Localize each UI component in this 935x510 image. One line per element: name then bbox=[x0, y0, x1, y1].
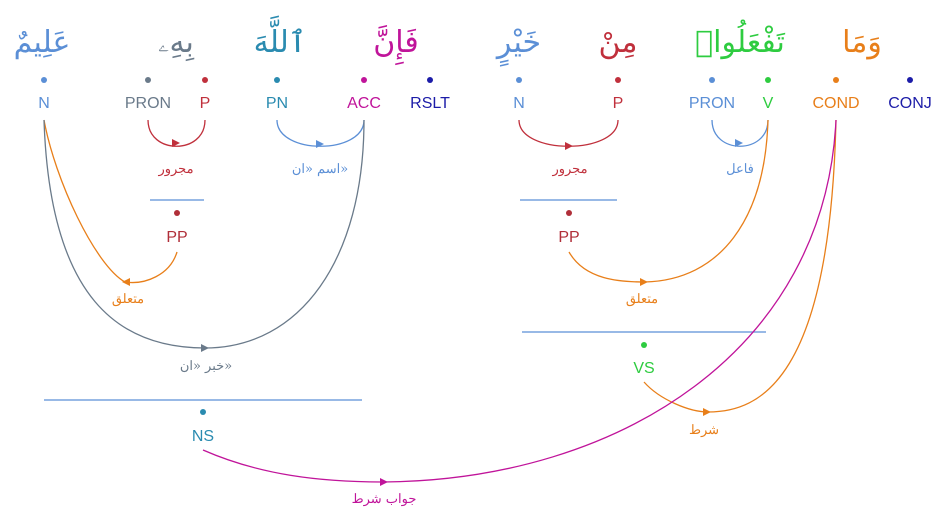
arrow-head bbox=[703, 408, 711, 416]
relation-3: فاعل bbox=[726, 162, 754, 177]
relation-6: خبر «ان» bbox=[180, 359, 232, 374]
phrase-dot bbox=[641, 342, 647, 348]
arc-jawab-shart bbox=[202, 119, 837, 483]
phrase-3: NS bbox=[192, 428, 214, 445]
word-3: فَإِنَّ bbox=[373, 25, 419, 66]
arrow-head bbox=[380, 478, 388, 486]
word-2: ٱللَّهَ bbox=[254, 15, 307, 60]
tag-9: V bbox=[763, 95, 774, 112]
arc-ism-inna bbox=[276, 119, 365, 147]
node-dot bbox=[202, 77, 208, 83]
node-dot bbox=[765, 77, 771, 83]
phrase-1: PP bbox=[558, 229, 579, 246]
arc-mutaalliq-1 bbox=[43, 119, 178, 284]
word-1: بِهِۦ bbox=[158, 25, 194, 62]
relation-5: متعلق bbox=[626, 292, 658, 307]
node-dot bbox=[615, 77, 621, 83]
node-dot bbox=[41, 77, 47, 83]
relation-0: مجرور bbox=[157, 162, 193, 177]
arrow-head bbox=[640, 278, 648, 286]
arrow-head bbox=[122, 278, 130, 286]
arrow-head bbox=[565, 142, 573, 150]
relation-1: اسم «ان» bbox=[292, 162, 348, 177]
tag-8: PRON bbox=[689, 95, 735, 112]
node-dot bbox=[709, 77, 715, 83]
relation-2: مجرور bbox=[551, 162, 587, 177]
phrase-0: PP bbox=[166, 229, 187, 246]
tag-4: ACC bbox=[347, 95, 381, 112]
tag-1: PRON bbox=[125, 95, 171, 112]
node-dot bbox=[427, 77, 433, 83]
relation-4: متعلق bbox=[112, 292, 144, 307]
arc-majrur-2 bbox=[518, 119, 619, 147]
node-dot bbox=[833, 77, 839, 83]
word-6: تَفْعَلُوا۟ bbox=[695, 18, 785, 60]
phrase-dot bbox=[200, 409, 206, 415]
node-dot bbox=[274, 77, 280, 83]
tag-11: CONJ bbox=[888, 95, 932, 112]
phrase-dot bbox=[174, 210, 180, 216]
arc-mutaalliq-2 bbox=[568, 119, 769, 283]
word-7: وَمَا bbox=[842, 25, 882, 60]
tag-3: PN bbox=[266, 95, 288, 112]
word-5: مِنْ bbox=[599, 25, 638, 60]
arc-shart bbox=[643, 119, 837, 413]
tag-7: P bbox=[613, 95, 624, 112]
word-4: خَيْرٍ bbox=[495, 25, 541, 67]
word-0: عَلِيمٌ bbox=[14, 25, 71, 60]
relation-8: جواب شرط bbox=[352, 492, 417, 507]
arrow-head bbox=[172, 139, 180, 147]
arrow-head bbox=[201, 344, 209, 352]
arrow-head bbox=[735, 139, 743, 147]
node-dot bbox=[516, 77, 522, 83]
arrow-head bbox=[316, 140, 324, 148]
node-dot bbox=[361, 77, 367, 83]
arc-majrur-1 bbox=[147, 119, 206, 147]
tag-2: P bbox=[200, 95, 211, 112]
node-dot bbox=[145, 77, 151, 83]
tag-5: RSLT bbox=[410, 95, 450, 112]
node-dot bbox=[907, 77, 913, 83]
tag-0: N bbox=[38, 95, 50, 112]
phrase-2: VS bbox=[633, 360, 654, 377]
phrase-dot bbox=[566, 210, 572, 216]
tag-6: N bbox=[513, 95, 525, 112]
arc-khabar-inna bbox=[43, 119, 365, 349]
relation-7: شرط bbox=[689, 423, 719, 438]
arc-fail bbox=[711, 119, 769, 147]
tag-10: COND bbox=[812, 95, 859, 112]
